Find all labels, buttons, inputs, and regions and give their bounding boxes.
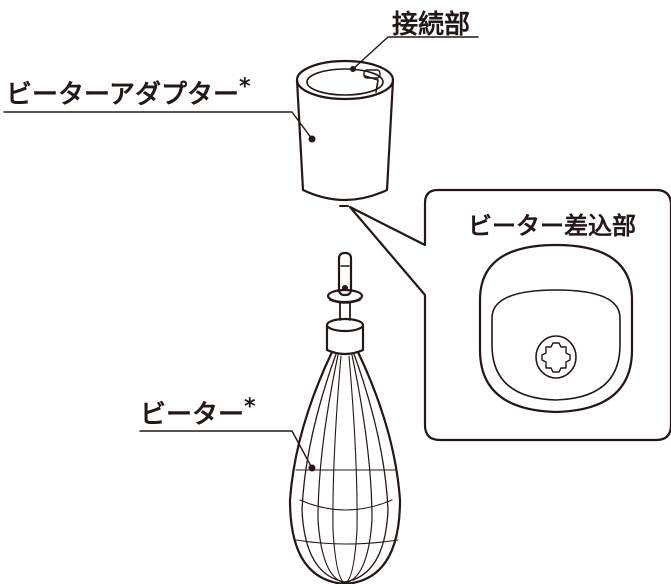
beater-adapter-label-text: ビーターアダプター (6, 80, 239, 110)
beater-adapter-asterisk: * (238, 74, 251, 100)
beater-asterisk: * (244, 394, 256, 420)
beater-leader (139, 430, 313, 469)
beater-label-text: ビーター (140, 400, 245, 430)
callout-bubble (348, 188, 671, 442)
connection-label: 接続部 (392, 4, 470, 41)
beater-insert-label-text: ビーター差込部 (468, 212, 636, 240)
connection-leader (352, 36, 479, 70)
beater (288, 251, 402, 584)
beater-insert-label: ビーター差込部 (468, 206, 636, 241)
beater-adapter-label: ビーターアダプター* (6, 74, 250, 111)
beater-insert-view (478, 243, 634, 414)
beater-adapter (295, 59, 395, 202)
connection-label-text: 接続部 (392, 10, 471, 40)
adapter-leader (3, 111, 313, 140)
beater-label: ビーター* (140, 394, 256, 431)
